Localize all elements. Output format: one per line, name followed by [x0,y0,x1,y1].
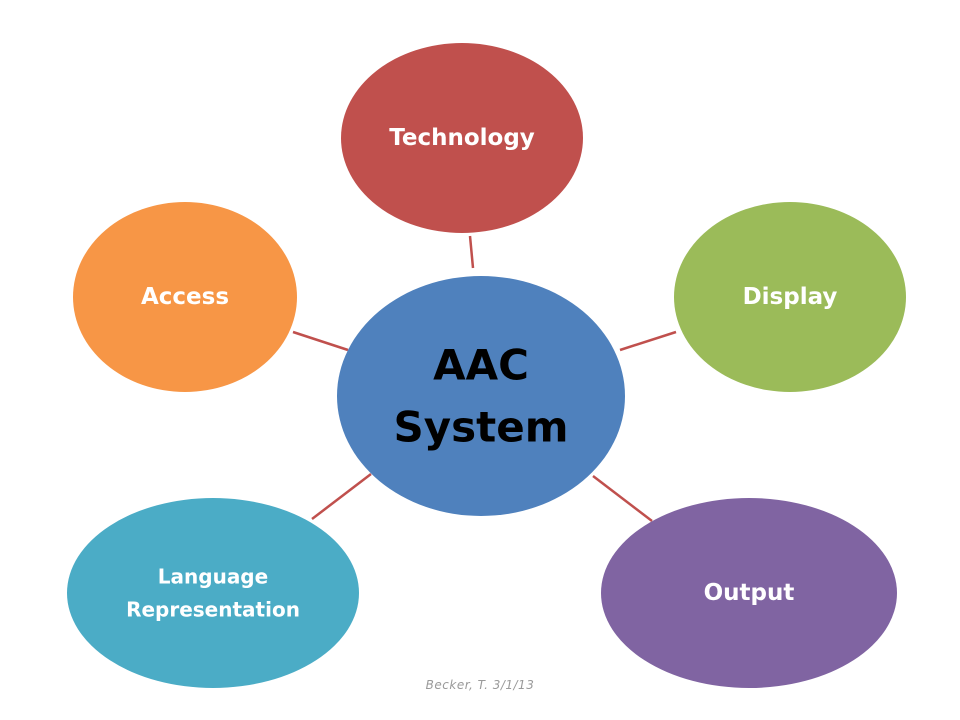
connector-technology [468,235,475,269]
node-language-representation-ellipse [67,498,359,688]
node-display-label-line-1: Display [743,284,838,310]
connector-access [292,330,349,352]
node-technology: Technology [341,43,583,233]
connector-language-representation [311,473,372,520]
node-technology-label-line-1: Technology [389,125,535,151]
center-node-label-line-2: System [394,403,569,452]
node-display-ellipse [674,202,906,392]
node-access: Access [73,202,297,392]
connectors [292,235,677,522]
node-language-representation-label-line-1: Language [158,565,268,589]
author-credit: Becker, T. 3/1/13 [425,678,535,692]
node-language-representation-label-line-2: Representation [126,598,300,622]
node-display: Display [674,202,906,392]
connector-output [592,475,653,522]
node-output-label-line-1: Output [704,580,795,606]
node-technology-ellipse [341,43,583,233]
center-node-label-line-1: AAC [433,341,529,390]
connector-display [619,330,677,352]
node-access-label-line-1: Access [141,284,229,310]
center-node-ellipse [337,276,625,516]
node-access-ellipse [73,202,297,392]
node-output-ellipse [601,498,897,688]
center-node: AAC System [337,276,625,516]
node-output: Output [601,498,897,688]
